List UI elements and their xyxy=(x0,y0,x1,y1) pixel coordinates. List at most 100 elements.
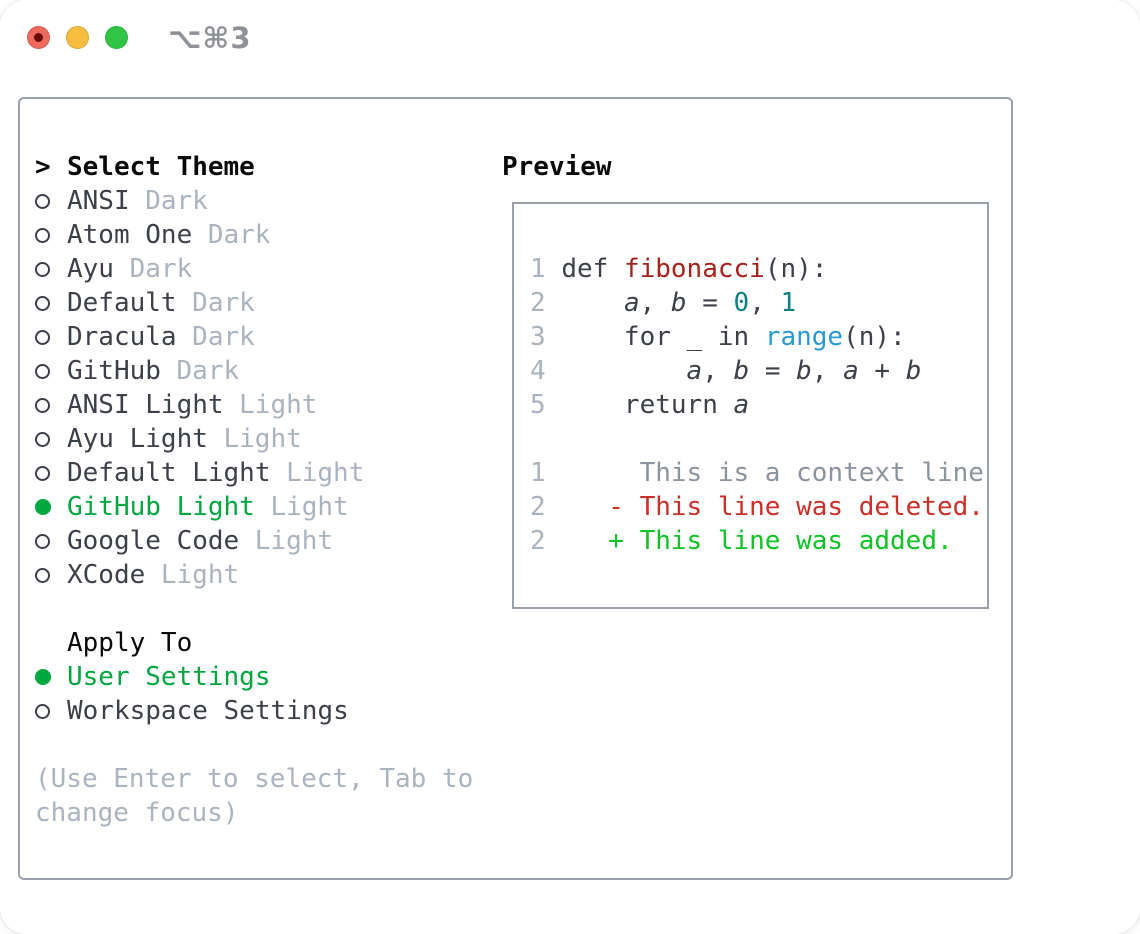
code-token xyxy=(561,288,624,318)
preview-header: Preview xyxy=(502,150,1011,184)
selection-prompt-icon: > xyxy=(35,152,51,182)
theme-variant: Light xyxy=(254,526,334,556)
apply-to-label: Workspace Settings xyxy=(67,696,349,726)
theme-name: ANSI xyxy=(67,186,130,216)
theme-option[interactable]: Default Dark xyxy=(35,286,502,320)
theme-variant: Light xyxy=(239,390,318,420)
theme-variant: Dark xyxy=(207,220,271,250)
theme-variant: Dark xyxy=(176,356,240,386)
marker-column xyxy=(35,533,67,549)
code-token: (n): xyxy=(843,322,906,352)
close-button[interactable] xyxy=(27,26,50,49)
minimize-button[interactable] xyxy=(66,26,89,49)
marker-column xyxy=(35,295,67,311)
theme-option[interactable]: Ayu Light Light xyxy=(35,422,502,456)
code-line: 3 for _ in range(n): xyxy=(530,320,987,354)
code-line xyxy=(530,422,987,456)
window-title: ⌥⌘3 xyxy=(168,20,252,55)
radio-icon xyxy=(35,397,50,413)
code-token xyxy=(561,356,686,386)
window-titlebar: ⌥⌘3 xyxy=(0,0,1140,75)
marker-column xyxy=(35,431,67,447)
line-number: 2 xyxy=(530,288,562,318)
marker-column xyxy=(35,329,67,345)
code-token: This is a context line. xyxy=(561,458,989,488)
line-number xyxy=(530,424,561,454)
code-token: , xyxy=(702,356,734,386)
code-token: b xyxy=(670,288,687,318)
preview-pane: Preview 1 def fibonacci(n):2 a, b = 0, 1… xyxy=(502,150,1011,609)
radio-icon xyxy=(35,193,50,209)
code-token: , xyxy=(749,288,781,318)
apply-to-option[interactable]: Workspace Settings xyxy=(35,694,502,728)
close-button-dot-icon xyxy=(34,33,43,42)
radio-icon xyxy=(35,567,50,583)
code-token: + xyxy=(858,356,906,386)
radio-icon xyxy=(35,295,50,311)
code-token: b xyxy=(905,356,922,386)
code-token: 0 xyxy=(733,288,750,318)
apply-to-label: User Settings xyxy=(67,662,271,692)
keyboard-hint: (Use Enter to select, Tab to change focu… xyxy=(35,764,474,828)
code-token: (n): xyxy=(764,254,828,284)
code-token: 1 xyxy=(780,288,797,318)
code-line: 4 a, b = b, a + b xyxy=(530,354,987,388)
code-line: 1 def fibonacci(n): xyxy=(530,252,987,286)
theme-option[interactable]: GitHub Dark xyxy=(35,354,502,388)
zoom-button[interactable] xyxy=(105,26,128,49)
code-line: 2 a, b = 0, 1 xyxy=(530,286,987,320)
apply-to-header: Apply To xyxy=(35,626,502,660)
line-number: 1 xyxy=(530,254,562,284)
radio-icon xyxy=(35,703,50,719)
theme-name: Default Light xyxy=(67,458,271,488)
theme-name: Default xyxy=(67,288,177,318)
theme-name: XCode xyxy=(67,560,146,590)
radio-icon xyxy=(35,465,50,481)
theme-name: Atom One xyxy=(67,220,193,250)
marker-column xyxy=(35,567,67,583)
theme-name: ANSI Light xyxy=(67,390,224,420)
radio-icon xyxy=(35,363,50,379)
spacer xyxy=(35,728,502,762)
apply-to-option[interactable]: User Settings xyxy=(35,660,502,694)
code-token: b xyxy=(733,356,750,386)
theme-name: GitHub xyxy=(67,356,161,386)
theme-variant: Light xyxy=(223,424,302,454)
radio-icon xyxy=(35,431,50,447)
spacer xyxy=(35,592,502,626)
code-token: = xyxy=(686,288,734,318)
marker-column xyxy=(35,669,67,685)
code-token: a xyxy=(843,356,859,386)
theme-name: Ayu xyxy=(67,254,114,284)
marker-column xyxy=(35,703,67,719)
code-token: b xyxy=(796,356,812,386)
theme-picker-header: > Select Theme xyxy=(35,150,502,184)
radio-icon xyxy=(35,499,51,515)
line-number: 5 xyxy=(530,390,562,420)
theme-name: Ayu Light xyxy=(67,424,208,454)
code-token: a xyxy=(686,356,703,386)
theme-variant: Dark xyxy=(192,288,255,318)
marker-column xyxy=(35,397,67,413)
code-token: , xyxy=(639,288,671,318)
theme-option[interactable]: Atom One Dark xyxy=(35,218,502,252)
marker-column xyxy=(35,499,67,515)
theme-name: GitHub Light xyxy=(67,492,255,522)
code-line: 2 + This line was added. xyxy=(530,524,987,558)
preview-title: Preview xyxy=(502,152,612,182)
line-number: 2 xyxy=(530,526,562,556)
code-token: a xyxy=(733,390,750,420)
theme-option[interactable]: ANSI Light Light xyxy=(35,388,502,422)
